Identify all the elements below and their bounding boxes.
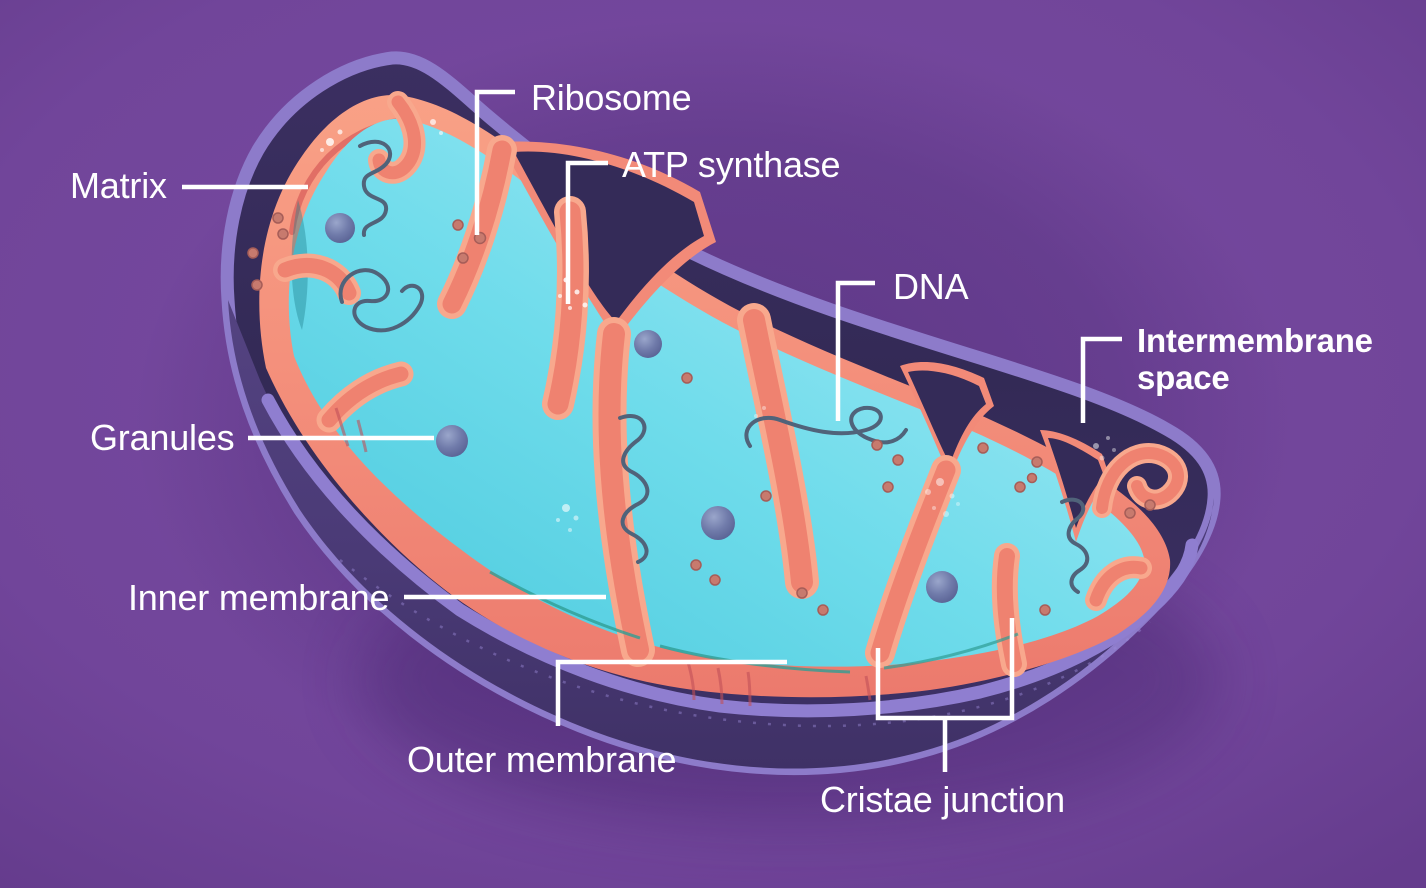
- granules-spheres: [325, 213, 958, 603]
- dna-label: DNA: [893, 266, 969, 307]
- ribosome-label: Ribosome: [531, 77, 692, 118]
- atp-synthase-label: ATP synthase: [622, 144, 841, 185]
- ribosome-dots: [247, 212, 1156, 616]
- dna-strands: [338, 139, 1090, 594]
- membrane-accents: [334, 407, 1019, 707]
- inner-membrane-label: Inner membrane: [128, 577, 390, 618]
- atp-synthase-leader-line: [565, 160, 608, 304]
- intermembrane-cup: [228, 300, 1214, 769]
- ribosome-leader-line: [474, 89, 515, 235]
- outer-membrane-label: Outer membrane: [407, 739, 677, 780]
- intermembrane-space-leader-line: [1080, 336, 1122, 423]
- matrix-sparkles: [320, 119, 1116, 532]
- cristae-junction-label: Cristae junction: [820, 779, 1065, 820]
- dna-leader-line: [835, 280, 875, 421]
- outer-membrane-leader-line: [555, 659, 787, 726]
- granules-label: Granules: [90, 417, 235, 458]
- leader-lines: [182, 89, 1122, 772]
- matrix-label: Matrix: [70, 165, 167, 206]
- intermembrane-space-label: Intermembrane space: [1137, 322, 1373, 396]
